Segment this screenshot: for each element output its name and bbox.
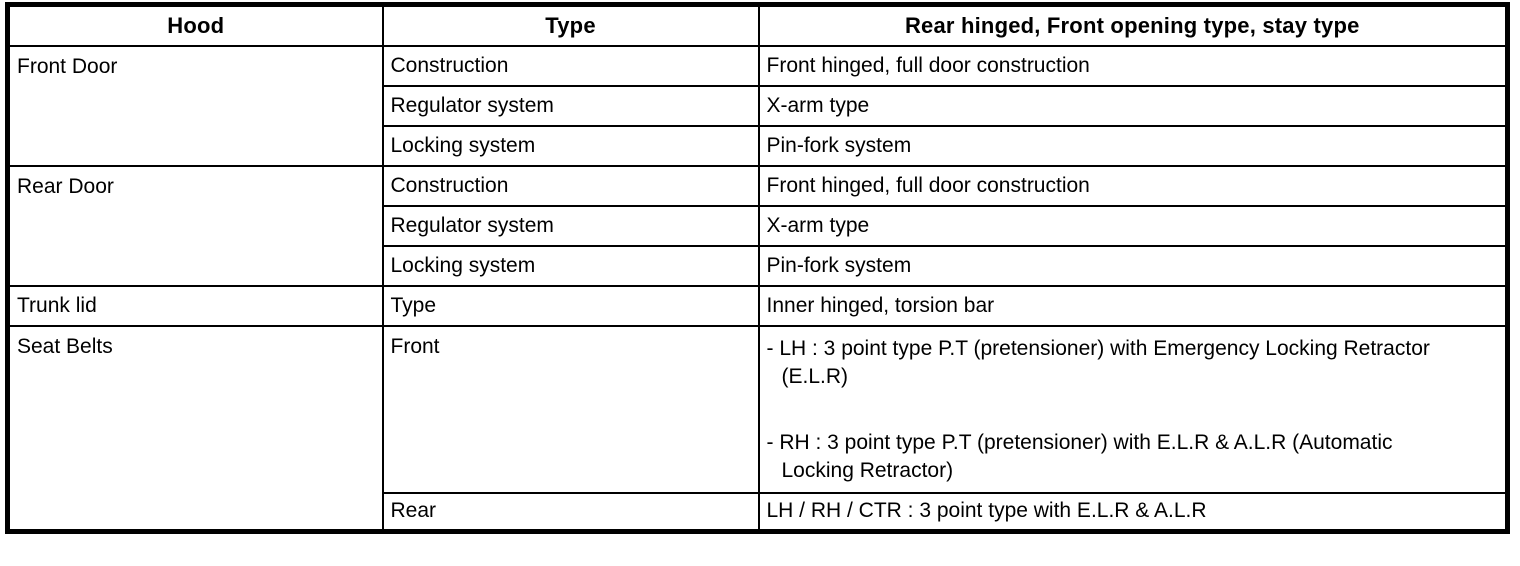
table-header-row: Hood Type Rear hinged, Front opening typ…	[6, 3, 1509, 47]
attr-cell-rear: Rear	[381, 491, 760, 533]
item-cell-rear-door: Rear Door	[6, 164, 384, 287]
body-specifications-table: Hood Type Rear hinged, Front opening typ…	[5, 2, 1510, 534]
header-cell-spec: Rear hinged, Front opening type, stay ty…	[757, 3, 1509, 47]
value-cell-locking: Pin-fork system	[757, 124, 1509, 167]
table-row-rear-door-construction: Rear Door Construction Front hinged, ful…	[6, 164, 1509, 287]
attr-cell-type: Type	[381, 284, 760, 327]
item-cell-seat-belts: Seat Belts	[6, 324, 384, 533]
table-row-front-door-construction: Front Door Construction Front hinged, fu…	[6, 44, 1509, 167]
value-cell-regulator: X-arm type	[757, 204, 1509, 247]
table-row-trunk-lid: Trunk lid Type Inner hinged, torsion bar	[6, 284, 1509, 327]
seat-front-lh-spec: - LH : 3 point type P.T (pretensioner) w…	[766, 336, 1430, 388]
item-cell-front-door: Front Door	[6, 44, 384, 167]
table-row-seat-belts-front: Seat Belts Front - LH : 3 point type P.T…	[6, 324, 1509, 533]
attr-cell-locking: Locking system	[381, 244, 760, 287]
value-cell-locking: Pin-fork system	[757, 244, 1509, 287]
table-row-seat-belts-rear: Rear LH / RH / CTR : 3 point type with E…	[8, 491, 1509, 533]
value-cell-seat-rear: LH / RH / CTR : 3 point type with E.L.R …	[757, 491, 1509, 533]
table-row-rear-door-locking: Locking system Pin-fork system	[8, 244, 1509, 287]
value-cell-seat-front: - LH : 3 point type P.T (pretensioner) w…	[757, 324, 1509, 494]
table-row-rear-door-regulator: Regulator system X-arm type	[8, 204, 1509, 247]
header-cell-hood: Hood	[6, 3, 384, 47]
attr-cell-locking: Locking system	[381, 124, 760, 167]
table-row-front-door-regulator: Regulator system X-arm type	[8, 84, 1509, 127]
seat-front-rh-spec: - RH : 3 point type P.T (pretensioner) w…	[766, 430, 1393, 482]
attr-cell-construction: Construction	[381, 164, 760, 207]
header-cell-type: Type	[381, 3, 760, 47]
attr-cell-regulator: Regulator system	[381, 84, 760, 127]
attr-cell-regulator: Regulator system	[381, 204, 760, 247]
attr-cell-front: Front	[381, 324, 760, 494]
value-cell-trunk-type: Inner hinged, torsion bar	[757, 284, 1509, 327]
value-cell-construction: Front hinged, full door construction	[757, 164, 1509, 207]
attr-cell-construction: Construction	[381, 44, 760, 87]
value-cell-regulator: X-arm type	[757, 84, 1509, 127]
value-cell-construction: Front hinged, full door construction	[757, 44, 1509, 87]
item-cell-trunk-lid: Trunk lid	[6, 284, 384, 327]
table-row-front-door-locking: Locking system Pin-fork system	[8, 124, 1509, 167]
